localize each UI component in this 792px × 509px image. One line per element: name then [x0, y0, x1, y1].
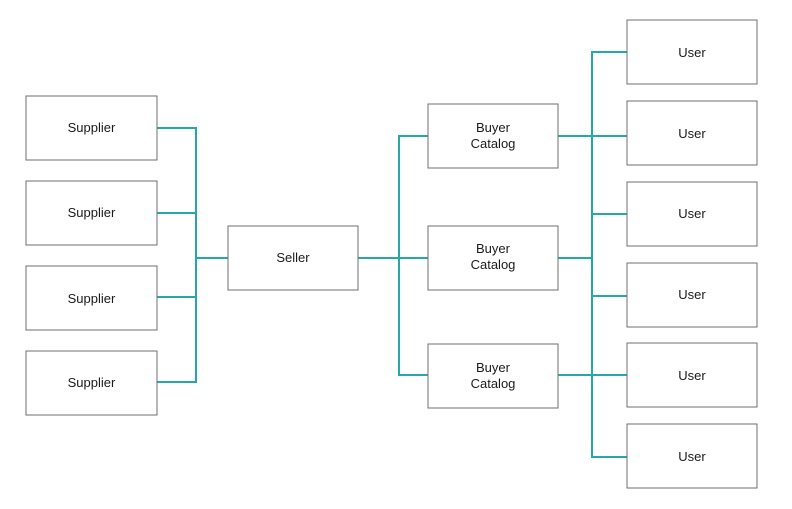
catalog-node-2: Buyer Catalog — [427, 225, 559, 291]
user-node-2: User — [626, 100, 758, 166]
catalog-node-1: Buyer Catalog — [427, 103, 559, 169]
supplier-node-1: Supplier — [25, 95, 158, 161]
supplier-label: Supplier — [68, 375, 116, 390]
supplier-node-4: Supplier — [25, 350, 158, 416]
user-label: User — [678, 206, 706, 221]
user-node-6: User — [626, 423, 758, 489]
user-label: User — [678, 449, 706, 464]
seller-node: Seller — [227, 225, 359, 291]
seller-label: Seller — [276, 250, 310, 265]
user-node-1: User — [626, 19, 758, 85]
user-label: User — [678, 45, 706, 60]
supplier-node-2: Supplier — [25, 180, 158, 246]
user-node-3: User — [626, 181, 758, 247]
supplier-label: Supplier — [68, 291, 116, 306]
catalog-label-line2: Catalog — [471, 376, 516, 391]
user-label: User — [678, 126, 706, 141]
user-node-4: User — [626, 262, 758, 328]
catalog-label-line2: Catalog — [471, 257, 516, 272]
catalog-label-line1: Buyer — [476, 241, 511, 256]
user-label: User — [678, 368, 706, 383]
connectors — [157, 51, 627, 458]
supplier-node-3: Supplier — [25, 265, 158, 331]
user-label: User — [678, 287, 706, 302]
supplier-label: Supplier — [68, 205, 116, 220]
catalog-label-line1: Buyer — [476, 120, 511, 135]
catalog-label-line2: Catalog — [471, 136, 516, 151]
catalog-node-3: Buyer Catalog — [427, 343, 559, 409]
user-node-5: User — [626, 342, 758, 408]
supplier-label: Supplier — [68, 120, 116, 135]
catalog-label-line1: Buyer — [476, 360, 511, 375]
